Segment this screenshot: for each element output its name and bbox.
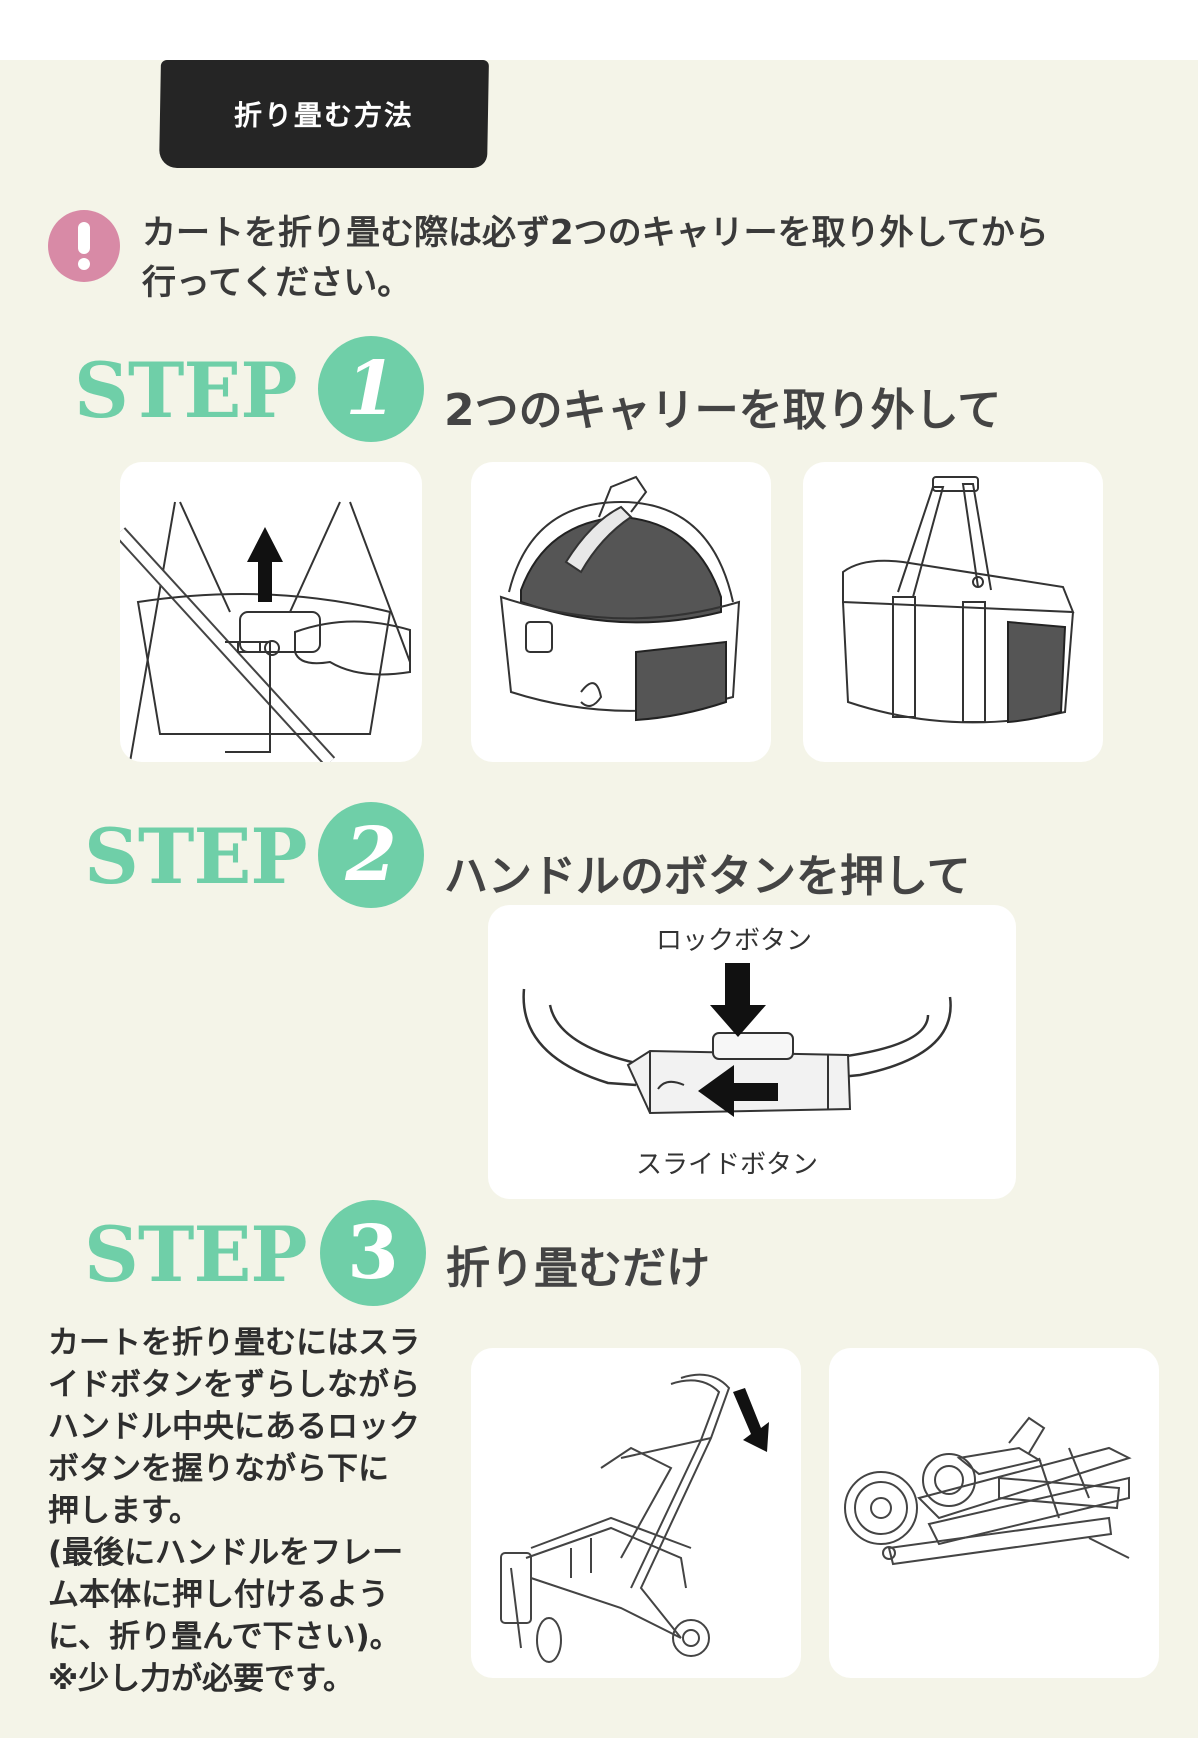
instruction-line: 押します。 [48, 1493, 200, 1529]
step-2-header: STEP 2 ハンドルのボタンを押して [84, 802, 1084, 912]
step-3-title: 折り畳むだけ [446, 1243, 710, 1294]
lock-button-label: ロックボタン [656, 926, 812, 956]
instruction-line: ハンドル中央にあるロック [48, 1409, 420, 1445]
step-2-number: 2 [318, 802, 424, 908]
step-3-word: STEP [84, 1210, 308, 1299]
exclamation-icon [48, 210, 120, 282]
step-3-number: 3 [320, 1200, 426, 1306]
step-2-image-handle-buttons: ロックボタン スライドボタン [488, 905, 1016, 1199]
step-1-image-carrier-bag [803, 462, 1103, 762]
instruction-line: ※少し力が必要です。 [48, 1661, 355, 1697]
notice-line-1: カートを折り畳む際は必ず2つのキャリーを取り外してから [142, 213, 1049, 253]
step-1-image-carrier-open [471, 462, 771, 762]
instruction-line: カートを折り畳むにはスラ [48, 1325, 420, 1361]
slide-button-label: スライドボタン [636, 1150, 818, 1180]
step-1-title: 2つのキャリーを取り外して [444, 385, 1002, 436]
step-3-image-stroller-folding [471, 1348, 801, 1678]
instruction-line: ボタンを握りながら下に [48, 1451, 389, 1487]
step-1-header: STEP 1 2つのキャリーを取り外して [74, 336, 1074, 446]
section-tab: 折り畳む方法 [159, 60, 489, 168]
notice-text: カートを折り畳む際は必ず2つのキャリーを取り外してから 行ってください。 [142, 208, 1162, 308]
instruction-line: に、折り畳んで下さい)。 [48, 1619, 401, 1655]
instruction-line: (最後にハンドルをフレー [48, 1535, 404, 1571]
notice-line-2: 行ってください。 [142, 263, 412, 303]
step-1-word: STEP [74, 346, 298, 435]
step-1-image-hand-lift [120, 462, 422, 762]
step-3-image-stroller-folded [829, 1348, 1159, 1678]
step-2-word: STEP [84, 812, 308, 901]
section-tab-label: 折り畳む方法 [233, 99, 415, 132]
instruction-line: ム本体に押し付けるよう [48, 1577, 389, 1613]
step-2-title: ハンドルのボタンを押して [444, 851, 971, 902]
step-1-number: 1 [318, 336, 424, 442]
instruction-line: イドボタンをずらしながら [48, 1367, 420, 1403]
step-3-instructions: カートを折り畳むにはスラ イドボタンをずらしながら ハンドル中央にあるロック ボ… [48, 1322, 468, 1700]
step-3-header: STEP 3 折り畳むだけ [84, 1200, 1084, 1310]
